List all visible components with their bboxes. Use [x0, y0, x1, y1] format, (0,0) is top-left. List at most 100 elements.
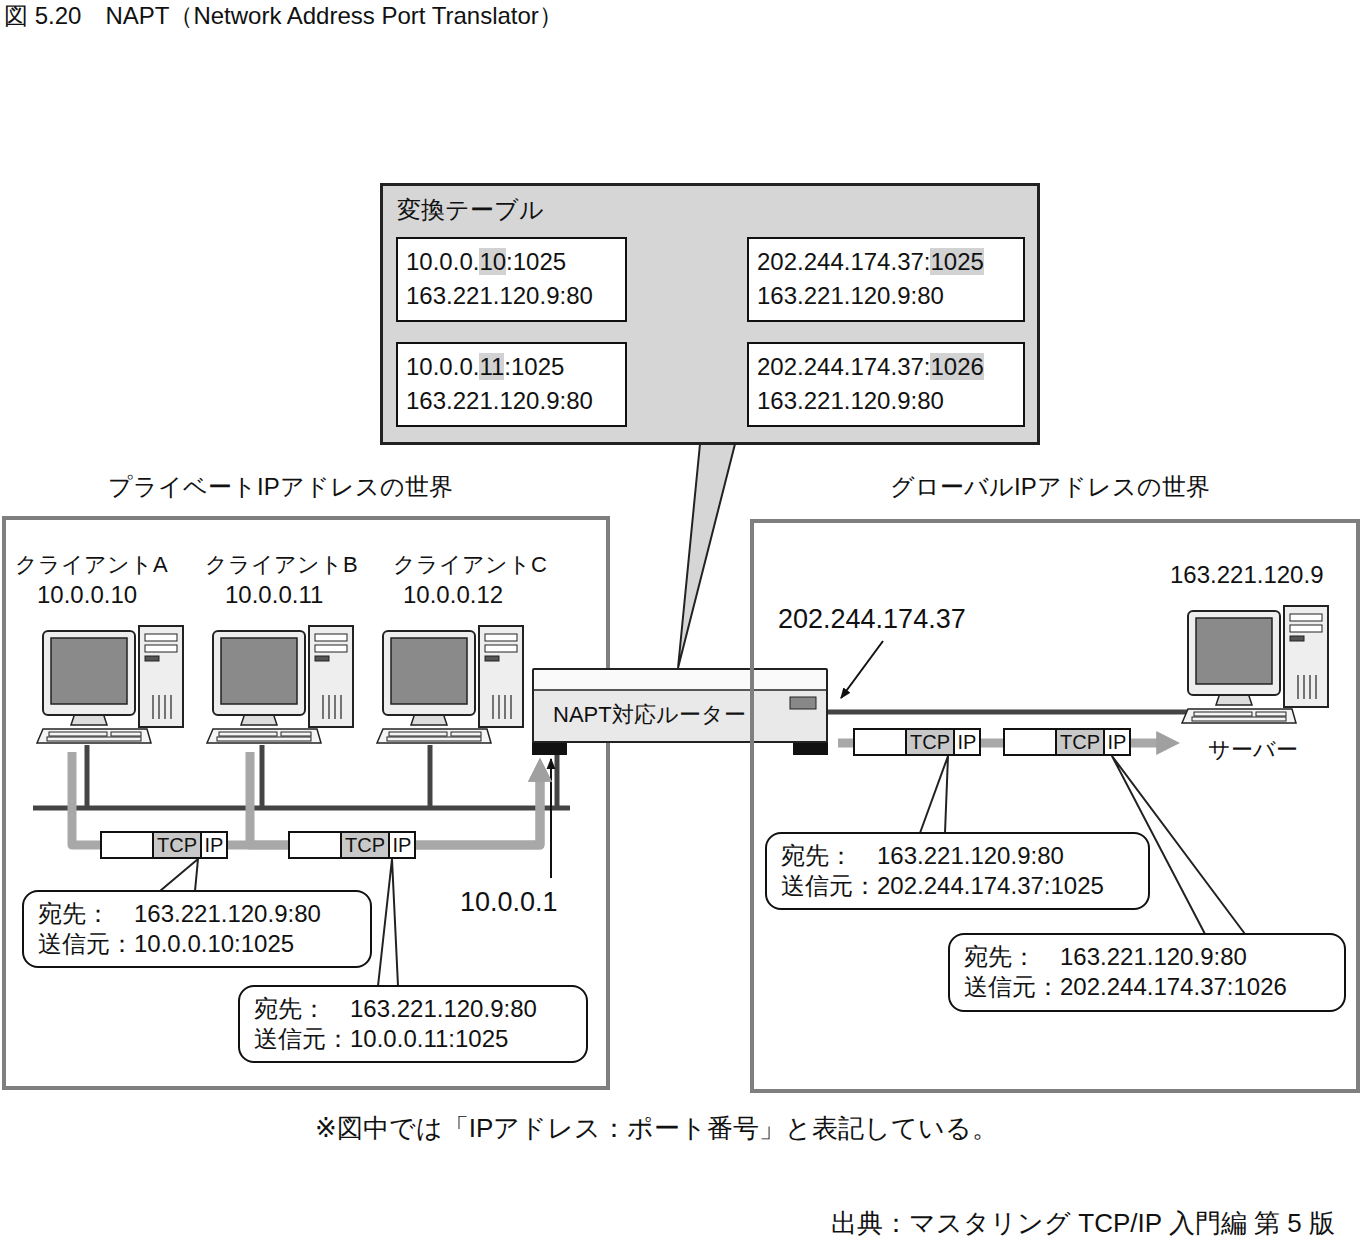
table-entry: 10.0.0.11:1025163.221.120.9:80 — [396, 342, 627, 427]
packet-address: 宛先： 163.221.120.9:80 — [964, 942, 1247, 972]
client-computer: クライアントA10.0.0.10 — [15, 550, 193, 750]
drive-bay — [1290, 614, 1322, 621]
monitor — [383, 631, 475, 715]
protocol-segment: IP — [1103, 730, 1129, 754]
key-row — [387, 737, 481, 741]
address-pair: 10.0.0.10:1025 — [406, 245, 566, 279]
client-computer-icon — [35, 625, 185, 747]
packet-callout: 宛先： 163.221.120.9:80送信元：10.0.0.10:1025 — [22, 890, 372, 968]
vent-slot — [1303, 675, 1304, 699]
leader-line — [841, 641, 883, 698]
key-row — [219, 732, 277, 736]
packet-address: 宛先： 163.221.120.9:80 — [38, 899, 321, 929]
router-label: NAPT対応ルーター — [553, 700, 746, 730]
drive-bay — [485, 634, 517, 641]
protocol-segment: TCP — [1055, 730, 1103, 754]
vent-slot — [158, 695, 159, 719]
address-pair: 163.221.120.9:80 — [757, 384, 944, 418]
address-pair: 163.221.120.9:80 — [406, 279, 593, 313]
drive-bay — [145, 634, 177, 641]
source-credit: 出典：マスタリング TCP/IP 入門編 第 5 版 — [831, 1207, 1335, 1239]
vent-slot — [492, 695, 493, 719]
packet-address: 送信元：10.0.0.11:1025 — [254, 1024, 508, 1054]
table-entry: 10.0.0.10:1025163.221.120.9:80 — [396, 237, 627, 322]
packet: TCPIP — [853, 728, 981, 756]
protocol-segment: TCP — [152, 833, 200, 857]
packet-callout: 宛先： 163.221.120.9:80送信元：10.0.0.11:1025 — [238, 985, 588, 1063]
packet-address: 送信元：202.244.174.37:1026 — [964, 972, 1287, 1002]
address-label: 10.0.0.1 — [460, 886, 558, 918]
client-name: クライアントB — [205, 550, 358, 580]
key-row — [1194, 712, 1252, 716]
drive-bay — [145, 656, 159, 661]
vent-slot — [498, 695, 499, 719]
drive-bay — [315, 634, 347, 641]
ip-address: 10.0.0.10 — [15, 580, 137, 610]
key-row — [111, 732, 141, 736]
address-pair: 163.221.120.9:80 — [406, 384, 593, 418]
callout-pointer — [920, 756, 948, 833]
drive-bay — [485, 645, 517, 652]
router-edge — [534, 689, 826, 691]
region-heading: プライベートIPアドレスの世界 — [108, 472, 453, 502]
lan-bus — [33, 806, 570, 811]
protocol-segment: IP — [200, 833, 226, 857]
key-row — [281, 732, 311, 736]
panel-heading: 変換テーブル — [397, 195, 544, 225]
client-computer: クライアントB10.0.0.11 — [205, 550, 383, 750]
monitor — [213, 631, 305, 715]
client-computer-icon — [375, 625, 525, 747]
lan-drop — [85, 745, 90, 808]
client-name: クライアントA — [15, 550, 168, 580]
tower-case — [479, 626, 523, 727]
address-pair: 10.0.0.11:1025 — [406, 350, 564, 384]
ip-address: 163.221.120.9 — [1165, 560, 1323, 590]
keyboard — [207, 729, 321, 743]
vent-slot — [322, 695, 323, 719]
network-region: プライベートIPアドレスの世界クライアントA10.0.0.10クライアントB10… — [2, 516, 610, 1090]
drive-bay — [315, 645, 347, 652]
client-name: クライアントC — [375, 550, 547, 580]
packet: TCPIP — [288, 831, 416, 859]
payload-segment — [855, 730, 905, 754]
lan-drop — [555, 755, 560, 808]
vent-slot — [1309, 675, 1310, 699]
drive-bay — [485, 656, 499, 661]
region-heading: グローバルIPアドレスの世界 — [890, 472, 1210, 502]
key-row — [49, 732, 107, 736]
vent-slot — [328, 695, 329, 719]
drive-bay — [315, 656, 329, 661]
protocol-segment: IP — [953, 730, 979, 754]
vent-slot — [504, 695, 505, 719]
payload-segment — [1005, 730, 1055, 754]
table-entry: 202.244.174.37:1025163.221.120.9:80 — [747, 237, 1025, 322]
drive-bay — [1290, 625, 1322, 632]
key-row — [389, 732, 447, 736]
ip-address: 10.0.0.12 — [375, 580, 503, 610]
leader-line — [550, 759, 552, 878]
tower-case — [1284, 606, 1328, 707]
callout-pointer — [678, 444, 735, 668]
keyboard — [377, 729, 491, 743]
monitor-screen — [391, 638, 467, 704]
packet-callout: 宛先： 163.221.120.9:80送信元：202.244.174.37:1… — [948, 933, 1346, 1012]
keyboard — [1182, 709, 1296, 723]
packet-address: 宛先： 163.221.120.9:80 — [254, 994, 537, 1024]
key-row — [451, 732, 481, 736]
conversion-table-panel: 変換テーブル10.0.0.10:1025163.221.120.9:80202.… — [380, 183, 1040, 445]
vent-slot — [152, 695, 153, 719]
packet-address: 宛先： 163.221.120.9:80 — [781, 841, 1064, 871]
napt-router: NAPT対応ルーター — [532, 668, 828, 743]
vent-slot — [340, 695, 341, 719]
drive-bay — [1290, 636, 1304, 641]
key-row — [217, 737, 311, 741]
address-pair: 163.221.120.9:80 — [757, 279, 944, 313]
lan-drop — [428, 745, 433, 808]
server-computer: 163.221.120.9サーバー — [1165, 560, 1360, 770]
vent-slot — [510, 695, 511, 719]
vent-slot — [170, 695, 171, 719]
packet-callout: 宛先： 163.221.120.9:80送信元：202.244.174.37:1… — [765, 832, 1150, 910]
ip-address: 10.0.0.11 — [205, 580, 323, 610]
key-row — [1256, 712, 1286, 716]
